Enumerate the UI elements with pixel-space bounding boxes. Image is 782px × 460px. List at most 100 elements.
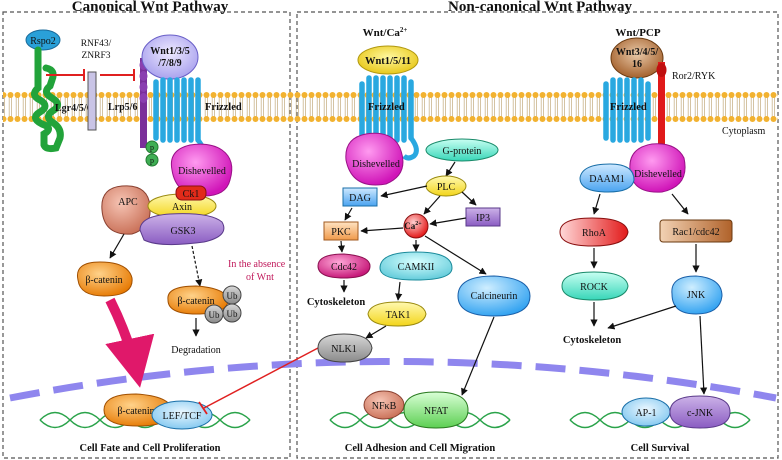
rhoa-label: RhoA <box>582 228 607 239</box>
dishevelled-ca-label: Dishevelled <box>352 159 400 170</box>
camkii-label: CAMKII <box>398 262 435 273</box>
rac1-cdc42 <box>659 219 733 243</box>
degradation-label: Degradation <box>171 345 220 356</box>
degradation-dashed-arrow <box>191 245 203 287</box>
wnt-canonical-ligand <box>141 34 199 80</box>
nfkb <box>363 390 405 420</box>
c-jnk-label: c-JNK <box>687 408 714 419</box>
pcp-heading: Wnt/PCP <box>615 27 661 39</box>
rnf43-label: RNF43/ <box>81 39 112 49</box>
rock <box>561 271 629 301</box>
cdc42 <box>317 253 371 279</box>
nlk1-label: NLK1 <box>331 344 357 355</box>
rock-label: ROCK <box>580 282 609 293</box>
canonical-panel <box>2 11 291 459</box>
noncanonical-heading: Non-canonical Wnt Pathway <box>448 0 632 15</box>
axin-label: Axin <box>172 202 192 213</box>
daam1-label: DAAM1 <box>589 174 625 185</box>
rac1-cdc42-label: Rac1/cdc42 <box>672 227 719 238</box>
frizzled-ca-label: Frizzled <box>368 102 405 113</box>
rspo2-label: Rspo2 <box>30 36 56 47</box>
rspo2-ligand <box>25 29 61 51</box>
pkc-label: PKC <box>331 227 351 238</box>
svg-text:Ub: Ub <box>227 291 238 301</box>
ror-label: Ror2/RYK <box>672 71 716 82</box>
rnf43-receptor <box>87 71 97 131</box>
ap1-label: AP-1 <box>635 408 656 419</box>
cytoskeleton-ca-label: Cytoskeleton <box>307 297 365 308</box>
dishevelled-ca <box>345 132 404 186</box>
calcium <box>403 213 429 239</box>
cytoplasm-label: Cytoplasm <box>722 126 766 137</box>
lgr-receptor <box>31 46 64 153</box>
tak1-label: TAK1 <box>386 310 411 321</box>
lrp-label: Lrp5/6 <box>108 102 137 113</box>
ck1-protein <box>175 185 207 201</box>
frizzled-canonical <box>153 77 201 143</box>
lrp-receptor <box>139 58 148 148</box>
calcium-label: Ca2+ <box>404 221 422 231</box>
gsk3-label: GSK3 <box>170 226 195 237</box>
noncanonical-panel <box>296 11 779 459</box>
absence-label-1: In the absence <box>228 259 286 270</box>
dag <box>342 187 378 207</box>
tak1 <box>367 301 427 327</box>
svg-text:p: p <box>150 143 154 152</box>
frizzled-pcp-label: Frizzled <box>610 102 647 113</box>
ca-outcome: Cell Adhesion and Cell Migration <box>345 443 496 454</box>
lef-tcf-label: LEF/TCF <box>163 411 202 422</box>
absence-label-2: of Wnt <box>246 272 274 283</box>
wnt-pcp-ligand <box>610 37 664 79</box>
svg-text:p: p <box>150 156 154 165</box>
ip3 <box>465 207 501 227</box>
pcp-outcome: Cell Survival <box>631 443 690 454</box>
nfat-label: NFAT <box>424 406 448 417</box>
znrf3-label: ZNRF3 <box>81 51 110 61</box>
phospho-2 <box>145 153 159 167</box>
apc-to-bcatenin-arrow <box>109 233 125 259</box>
wnt-ca-ligand <box>357 45 419 75</box>
frizzled-pcp <box>603 77 651 143</box>
cytoskeleton-pcp-label: Cytoskeleton <box>563 335 621 346</box>
ub-3 <box>222 303 242 323</box>
apc-label: APC <box>118 197 138 208</box>
calcineurin-label: Calcineurin <box>471 291 518 302</box>
nfat <box>403 391 469 429</box>
canonical-heading: Canonical Wnt Pathway <box>72 0 229 15</box>
g-protein-label: G-protein <box>443 146 482 157</box>
nfkb-label: NFκB <box>372 401 397 412</box>
nlk1 <box>317 333 373 363</box>
gsk3-protein <box>139 213 225 246</box>
dishevelled-canonical-label: Dishevelled <box>178 166 226 177</box>
phospho-1 <box>145 140 159 154</box>
wnt-ca-label: Wnt1/5/11 <box>365 56 411 67</box>
daam1 <box>579 163 635 193</box>
jnk-label: JNK <box>687 290 706 301</box>
dag-label: DAG <box>349 193 371 204</box>
nlk1-inhibit-arrow <box>203 347 319 409</box>
cdc42-label: Cdc42 <box>331 262 357 273</box>
camkii <box>379 251 453 281</box>
svg-text:Ub: Ub <box>209 310 220 320</box>
frizzled-ca <box>359 75 414 143</box>
beta-catenin-label: β-catenin <box>85 275 122 286</box>
beta-catenin-nuclear-label: β-catenin <box>117 406 154 417</box>
rhoa <box>559 217 629 247</box>
ca-heading: Wnt/Ca2+ <box>363 26 408 39</box>
frizzled-canonical-label: Frizzled <box>205 102 242 113</box>
lef-tcf <box>151 400 213 430</box>
canonical-outcome: Cell Fate and Cell Proliferation <box>80 443 221 454</box>
bcatenin-nuclear-arrow <box>105 297 155 388</box>
dishevelled-pcp-label: Dishevelled <box>634 169 682 180</box>
plc-label: PLC <box>437 182 456 193</box>
beta-catenin-ub-label: β-catenin <box>177 296 214 307</box>
lgr-label: Lgr4/5/6 <box>55 103 92 114</box>
g-protein <box>425 138 499 162</box>
dishevelled-pcp <box>629 143 686 193</box>
pkc <box>323 221 359 241</box>
wnt-canonical-label-1: Wnt1/3/5 <box>150 46 189 57</box>
c-jnk <box>669 395 731 429</box>
beta-catenin-free <box>76 261 133 297</box>
